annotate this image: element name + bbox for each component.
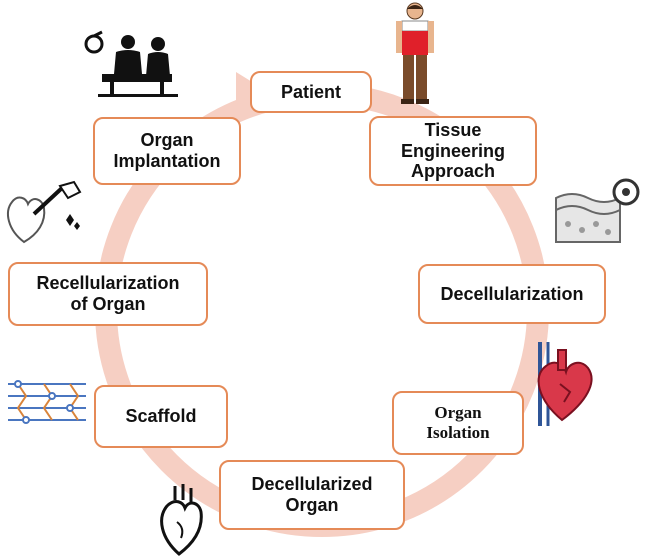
step-patient: Patient — [250, 71, 372, 113]
skin-tissue-icon — [555, 178, 640, 243]
step-scaffold: Scaffold — [94, 385, 228, 448]
heart-outline-icon — [160, 484, 203, 556]
patient-person-icon — [396, 2, 434, 104]
step-decellularization: Decellularization — [418, 264, 606, 324]
step-tissue-engineering-approach: Tissue Engineering Approach — [369, 116, 537, 186]
step-decellularized-organ: Decellularized Organ — [219, 460, 405, 530]
heart-injection-icon — [7, 180, 82, 244]
ring-arrowhead — [236, 72, 262, 104]
step-recellularization-of-organ: Recellularization of Organ — [8, 262, 208, 326]
step-organ-isolation: Organ Isolation — [392, 391, 524, 455]
surgery-team-icon — [84, 30, 178, 97]
scaffold-network-icon — [8, 380, 86, 424]
step-organ-implantation: Organ Implantation — [93, 117, 241, 185]
heart-anatomy-icon — [537, 342, 593, 426]
